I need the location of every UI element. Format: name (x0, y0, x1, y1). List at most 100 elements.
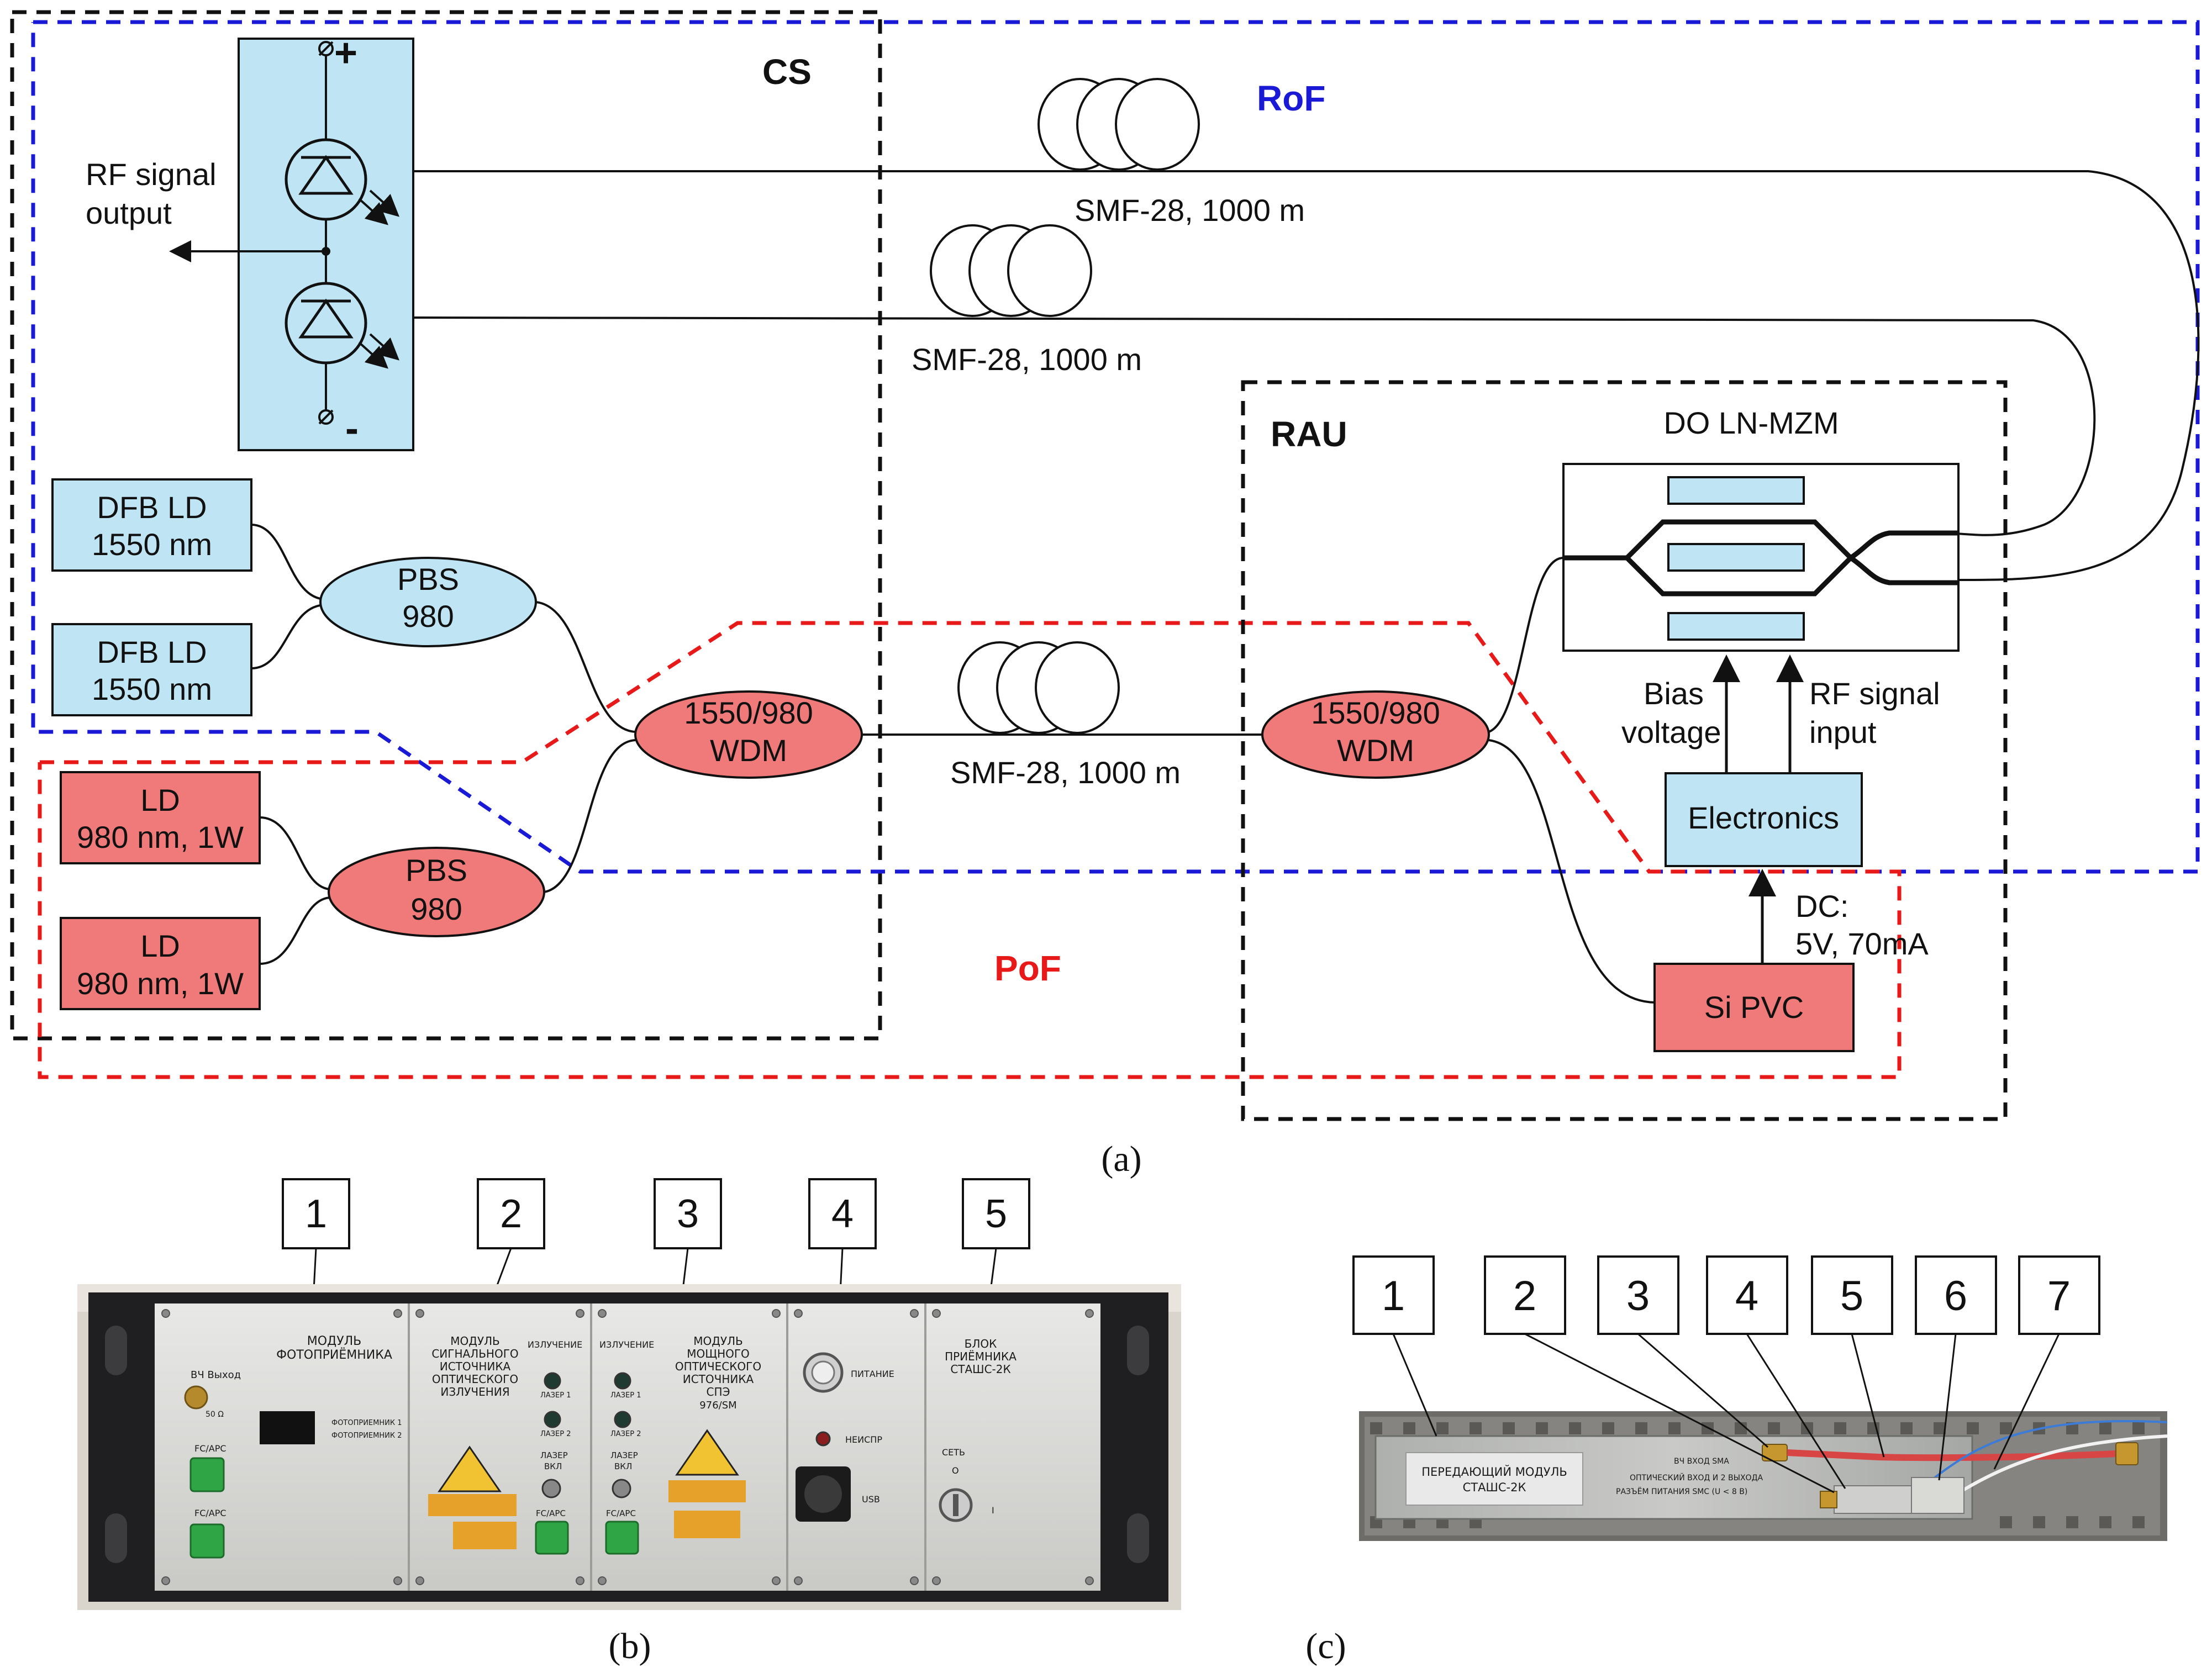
rof-label: RoF (1257, 78, 1325, 118)
module-2-signal-source: МОДУЛЬ СИГНАЛЬНОГО ИСТОЧНИКА ОПТИЧЕСКОГО… (428, 1334, 582, 1555)
plate-label-area (1405, 1452, 1583, 1506)
rau-label: RAU (1271, 414, 1347, 454)
minus-terminal: - (345, 407, 359, 451)
plate-title-2: СТАШС-2К (1463, 1481, 1526, 1494)
photo-c-leader-lines (1392, 1333, 2060, 1493)
dfb-laser-2-name: DFB LD (97, 635, 207, 669)
fiber-spool-2-icon (930, 224, 1092, 317)
module-3-title-3: ОПТИЧЕСКОГО (675, 1360, 761, 1373)
plate-title-1: ПЕРЕДАЮЩИЙ МОДУЛЬ (1421, 1465, 1567, 1479)
module-3-laser2: ЛАЗЕР 2 (610, 1430, 641, 1438)
module-5-mains: СЕТЬ (942, 1447, 965, 1458)
fiber-3-label: SMF-28, 1000 m (950, 755, 1181, 790)
module-3-title-5: СПЭ (707, 1385, 730, 1398)
fiber-1-label: SMF-28, 1000 m (1075, 193, 1305, 228)
callout-c-2: 2 (1513, 1273, 1536, 1320)
module-1-pd2: ФОТОПРИЕМНИК 2 (331, 1432, 402, 1440)
photo-b-rack: 1 2 3 4 5 (77, 1178, 1181, 1666)
module-5-off: O (952, 1465, 959, 1476)
plate-spec-1: ВЧ ВХОД SMA (1674, 1457, 1729, 1466)
rau-region-outline (1241, 380, 2008, 1121)
fiber-spool-3-icon (957, 641, 1120, 734)
photo-b-callouts: 1 2 3 4 5 (282, 1178, 1030, 1318)
module-5-title-3: СТАШС-2К (950, 1363, 1010, 1376)
callout-c-6: 6 (1944, 1273, 1967, 1320)
pbs-top-value: 980 (402, 599, 454, 634)
rf-output-label-1: RF signal (86, 157, 217, 192)
dc-label-1: DC: (1795, 889, 1848, 923)
rf-input-label-1: RF signal (1809, 676, 1940, 711)
callout-b-1: 1 (305, 1192, 327, 1236)
module-1-fc1: FC/APC (194, 1443, 227, 1454)
module-2-title-5: ИЗЛУЧЕНИЯ (440, 1385, 509, 1398)
optical-fiber-white (1960, 1434, 2168, 1493)
photodiode-holder (1911, 1477, 1965, 1514)
fiber-line-top (413, 170, 2200, 582)
dfb-laser-1 (51, 478, 252, 572)
mzm-label: DO LN-MZM (1663, 405, 1839, 440)
plate-spec-2: ОПТИЧЕСКИЙ ВХОД И 2 ВЫХОДА (1630, 1473, 1763, 1482)
module-1-title-2: ФОТОПРИЁМНИКА (276, 1348, 392, 1362)
rof-region-outline (31, 20, 2200, 874)
module-5-receiver-unit: БЛОК ПРИЁМНИКА СТАШС-2К СЕТЬ O I (939, 1337, 1017, 1522)
callout-c-3: 3 (1626, 1273, 1650, 1320)
photo-c-callouts: 1 2 3 4 5 6 7 (1352, 1255, 2100, 1335)
module-3-laser1: ЛАЗЕР 1 (610, 1391, 641, 1400)
plus-terminal: + (334, 31, 357, 75)
dfb-laser-2 (51, 623, 252, 716)
electronics-label: Electronics (1688, 800, 1839, 835)
figure-label-b: (b) (609, 1626, 651, 1666)
photo-c-transmitter: 1 2 3 4 5 6 7 ПЕРЕДАЮЩИЙ МОДУЛЬ СТАШС-2К… (1305, 1255, 2168, 1666)
module-3-title-6: 976/SM (699, 1400, 736, 1411)
module-2-title-3: ИСТОЧНИКА (440, 1360, 511, 1373)
ld-980-2-spec: 980 nm, 1W (77, 966, 244, 1001)
module-3-emission: ИЗЛУЧЕНИЕ (599, 1339, 654, 1350)
callout-b-2: 2 (500, 1192, 522, 1236)
pof-label: PoF (994, 948, 1061, 988)
pof-region-outline (38, 621, 1902, 1079)
module-1-title-1: МОДУЛЬ (307, 1334, 362, 1348)
schematic-diagram: CS RoF PoF RAU + - (10, 10, 2200, 1179)
module-2-fc: FC/APC (536, 1508, 566, 1518)
callout-c-4: 4 (1735, 1273, 1758, 1320)
module-2-title-1: МОДУЛЬ (450, 1334, 500, 1348)
bias-label-1: Bias (1644, 676, 1704, 711)
module-5-on: I (992, 1505, 994, 1516)
module-3-fc: FC/APC (606, 1508, 636, 1518)
figure-label-a: (a) (1101, 1139, 1141, 1179)
ld-to-pbs-fibers (259, 816, 332, 965)
module-2-laser-on-1: ЛАЗЕР (540, 1450, 568, 1460)
rf-output-label-2: output (86, 196, 172, 230)
pbs-bottom-value: 980 (410, 891, 462, 926)
module-4-fault-label: НЕИСПР (845, 1434, 882, 1445)
module-2-emission: ИЗЛУЧЕНИЕ (528, 1339, 582, 1350)
wdm-to-pvc-fiber (1488, 739, 1655, 1004)
rf-input-label-2: input (1809, 715, 1877, 750)
module-4-usb-label: USB (862, 1494, 880, 1505)
ld-980-1-spec: 980 nm, 1W (77, 820, 244, 854)
callout-b-5: 5 (985, 1192, 1007, 1236)
fiber-2-label: SMF-28, 1000 m (912, 342, 1142, 377)
wdm-cs-type: WDM (710, 733, 787, 768)
si-pvc-label: Si PVC (1704, 990, 1804, 1025)
ld-980-2 (60, 917, 261, 1010)
module-1-fc2: FC/APC (194, 1508, 227, 1518)
module-1-ohm: 50 Ω (206, 1410, 224, 1419)
wdm-rau-name: 1550/980 (1311, 695, 1440, 730)
fiber-line-bottom (413, 316, 2096, 536)
perforation-pattern (1370, 1422, 2145, 1528)
connector-small (1820, 1491, 1837, 1508)
module-2-laser2: ЛАЗЕР 2 (540, 1430, 571, 1438)
callout-b-3: 3 (677, 1192, 699, 1236)
module-3-power-source: ИЗЛУЧЕНИЕ ЛАЗЕР 1 ЛАЗЕР 2 ЛАЗЕР ВКЛ FC/A… (599, 1334, 761, 1555)
si-pvc-box (1653, 963, 1855, 1052)
ld-980-1-name: LD (140, 783, 180, 817)
module-3-title-1: МОДУЛЬ (693, 1334, 743, 1348)
cs-label: CS (762, 52, 812, 92)
module-5-title-2: ПРИЁМНИКА (945, 1350, 1017, 1363)
dfb-to-pbs-fibers (251, 524, 326, 669)
electronics-box (1665, 772, 1863, 867)
wdm-to-mzm-fiber (1488, 557, 1564, 733)
modulator-body (1834, 1485, 1918, 1514)
figure-label-c: (c) (1305, 1626, 1346, 1666)
